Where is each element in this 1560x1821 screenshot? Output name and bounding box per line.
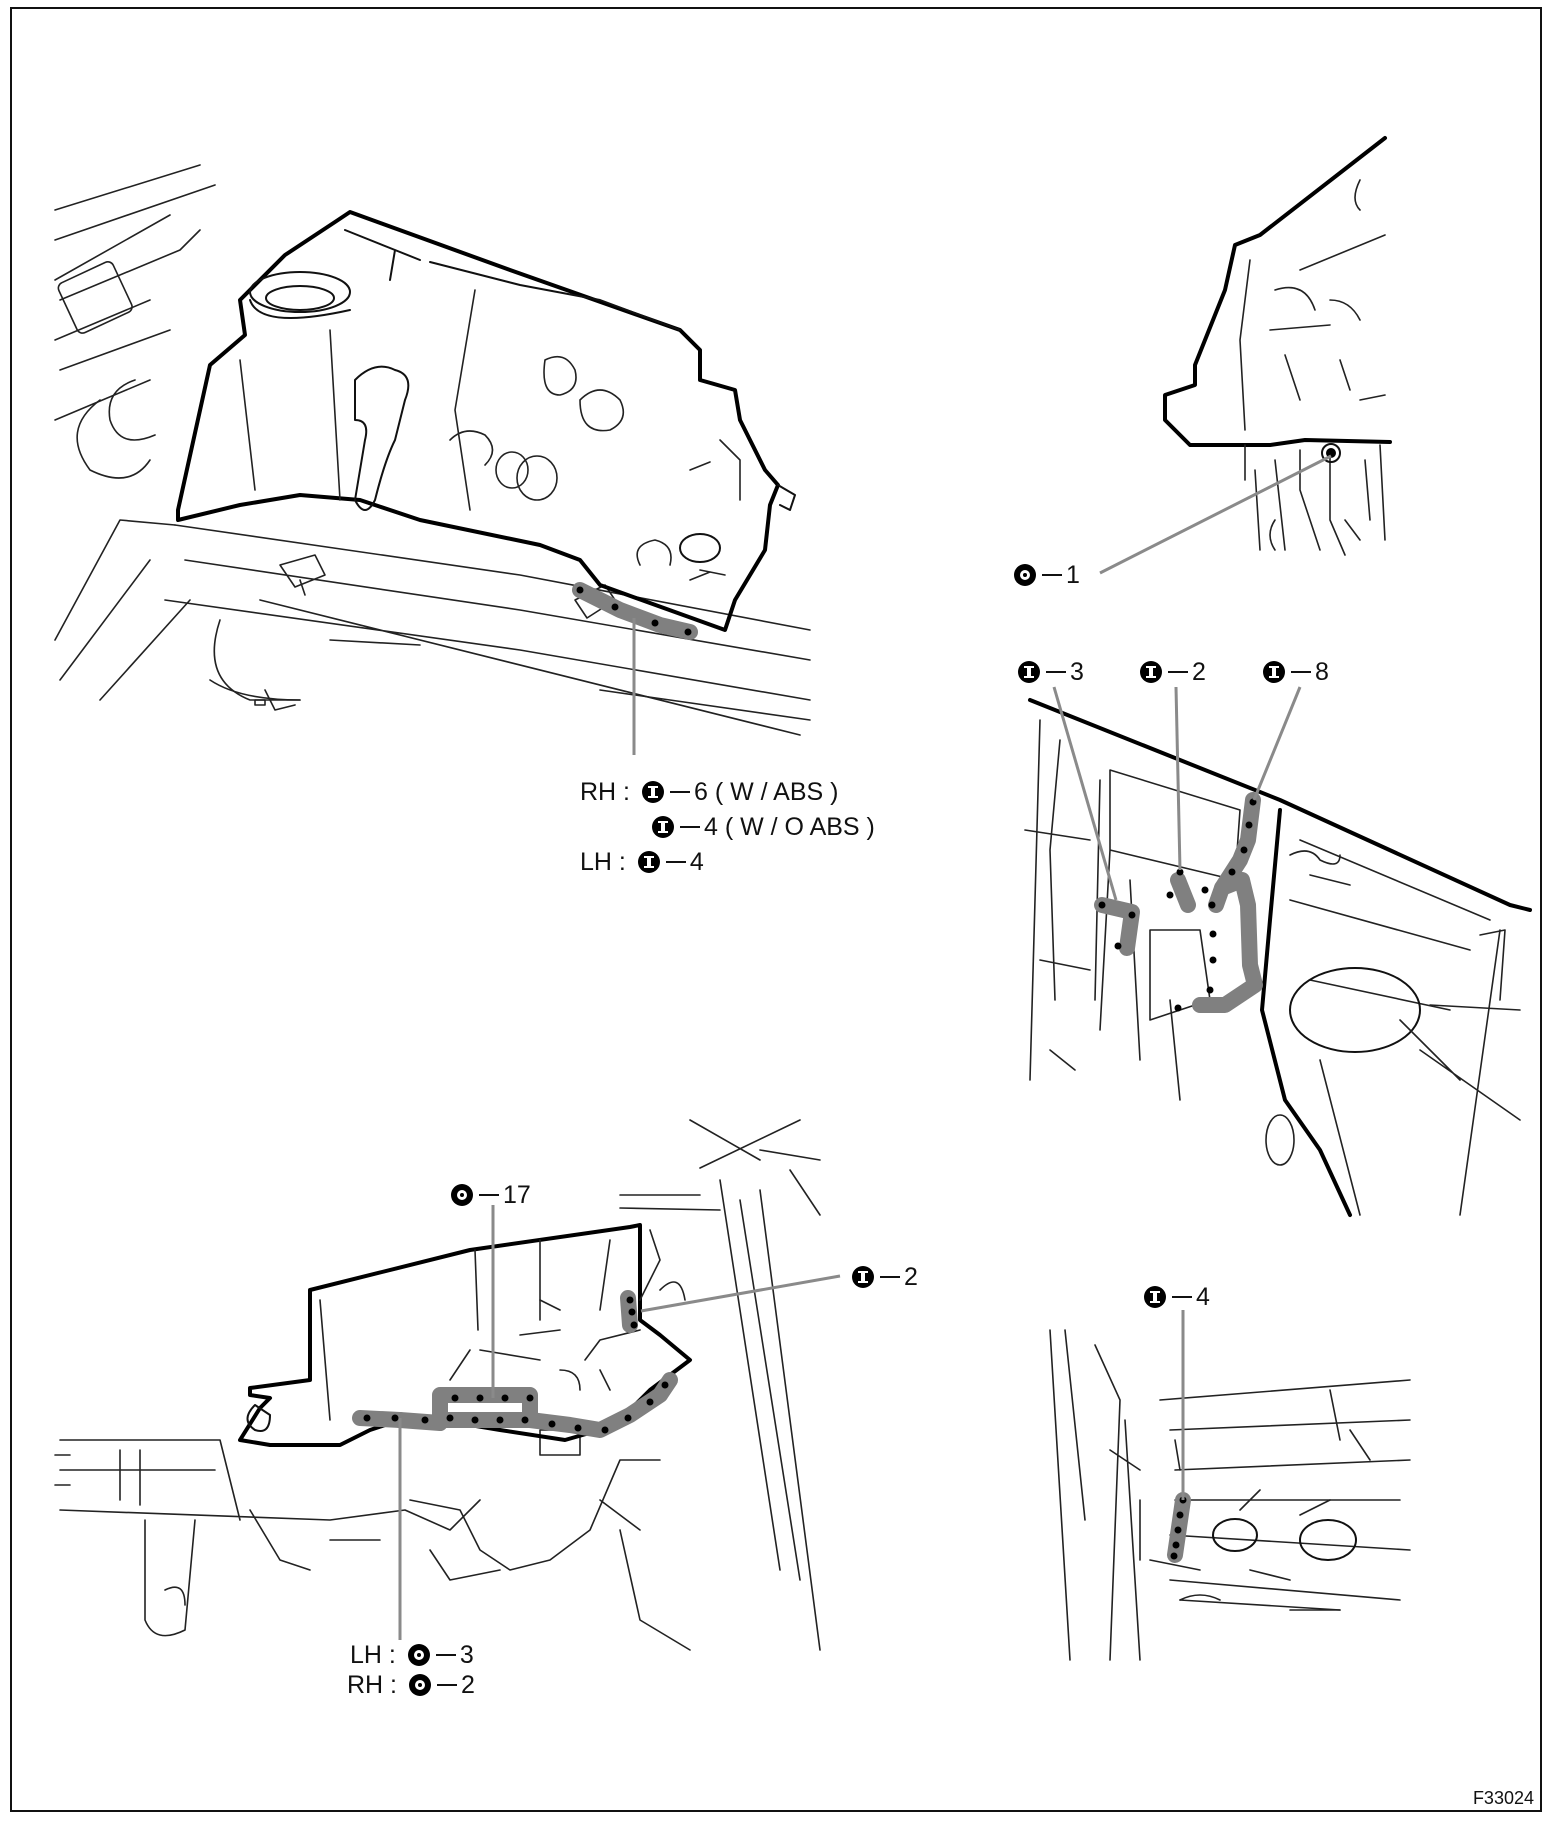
arc-weld-icon [852, 1266, 874, 1288]
dash-separator [670, 791, 690, 793]
lh-value: 3 [459, 1641, 474, 1669]
callout-mid-right-c: 8 [1259, 657, 1329, 687]
dash-separator [1042, 574, 1062, 576]
dash-separator [1172, 1296, 1192, 1298]
spot-weld-icon [451, 1184, 473, 1206]
dash-separator [435, 1654, 456, 1656]
lh-prefix: LH : [350, 1641, 396, 1669]
callout-top-left-rh-2: 4 ( W / O ABS ) [648, 812, 875, 842]
mid-right-b-value: 2 [1192, 658, 1206, 686]
dash-separator [680, 826, 700, 828]
arc-weld-icon [652, 816, 674, 838]
dash-separator [1168, 671, 1188, 673]
arc-weld-icon [1263, 661, 1285, 683]
lh-line-text: 4 [689, 848, 704, 876]
figure-frame [10, 7, 1542, 1812]
bottom-right-value: 4 [1196, 1283, 1210, 1311]
wheel-house-bottom-left-view [54, 1119, 841, 1651]
cowl-mid-right-view [1024, 686, 1532, 1217]
pillar-top-right-view [1099, 136, 1392, 575]
bottom-left-right-value: 2 [904, 1263, 918, 1291]
lh-prefix: LH : [580, 848, 626, 876]
arc-weld-icon [642, 781, 664, 803]
mid-right-c-value: 8 [1315, 658, 1329, 686]
callout-bottom-left-rh: RH : 2 [347, 1670, 475, 1700]
dash-separator [665, 861, 686, 863]
rh-prefix: RH : [580, 778, 630, 806]
callout-bottom-left-top: 17 [447, 1180, 531, 1210]
dash-separator [1046, 671, 1066, 673]
callout-bottom-right: 4 [1140, 1282, 1210, 1312]
figure-number: F33024 [1472, 1788, 1534, 1808]
dash-separator [1291, 671, 1311, 673]
callout-bottom-left-lh: LH : 3 [350, 1640, 474, 1670]
bottom-left-top-value: 17 [503, 1181, 531, 1209]
callout-top-right: 1 [1010, 560, 1080, 590]
top-right-value: 1 [1066, 561, 1080, 589]
rh-prefix: RH : [347, 1671, 397, 1699]
spot-weld-icon [409, 1674, 431, 1696]
mid-right-a-value: 3 [1070, 658, 1084, 686]
rh-value: 2 [461, 1671, 475, 1699]
arc-weld-icon [1140, 661, 1162, 683]
dash-separator [437, 1684, 457, 1686]
spot-weld-icon [407, 1644, 430, 1666]
callout-mid-right-a: 3 [1014, 657, 1084, 687]
rh-line2-text: 4 ( W / O ABS ) [704, 813, 875, 841]
spot-weld-icon [1014, 564, 1036, 586]
rh-line1-text: 6 ( W / ABS ) [694, 778, 839, 806]
pillar-bottom-right-view [1049, 1310, 1411, 1661]
dash-separator [880, 1276, 900, 1278]
dash-separator [479, 1194, 499, 1196]
arc-weld-icon [637, 851, 660, 873]
callout-top-left-rh: RH : 6 ( W / ABS ) [580, 777, 838, 807]
callout-top-left-lh: LH : 4 [580, 847, 704, 877]
callout-mid-right-b: 2 [1136, 657, 1206, 687]
callout-bottom-left-right: 2 [848, 1262, 918, 1292]
arc-weld-icon [1144, 1286, 1166, 1308]
arc-weld-icon [1018, 661, 1040, 683]
front-apron-top-left-view [54, 164, 811, 755]
